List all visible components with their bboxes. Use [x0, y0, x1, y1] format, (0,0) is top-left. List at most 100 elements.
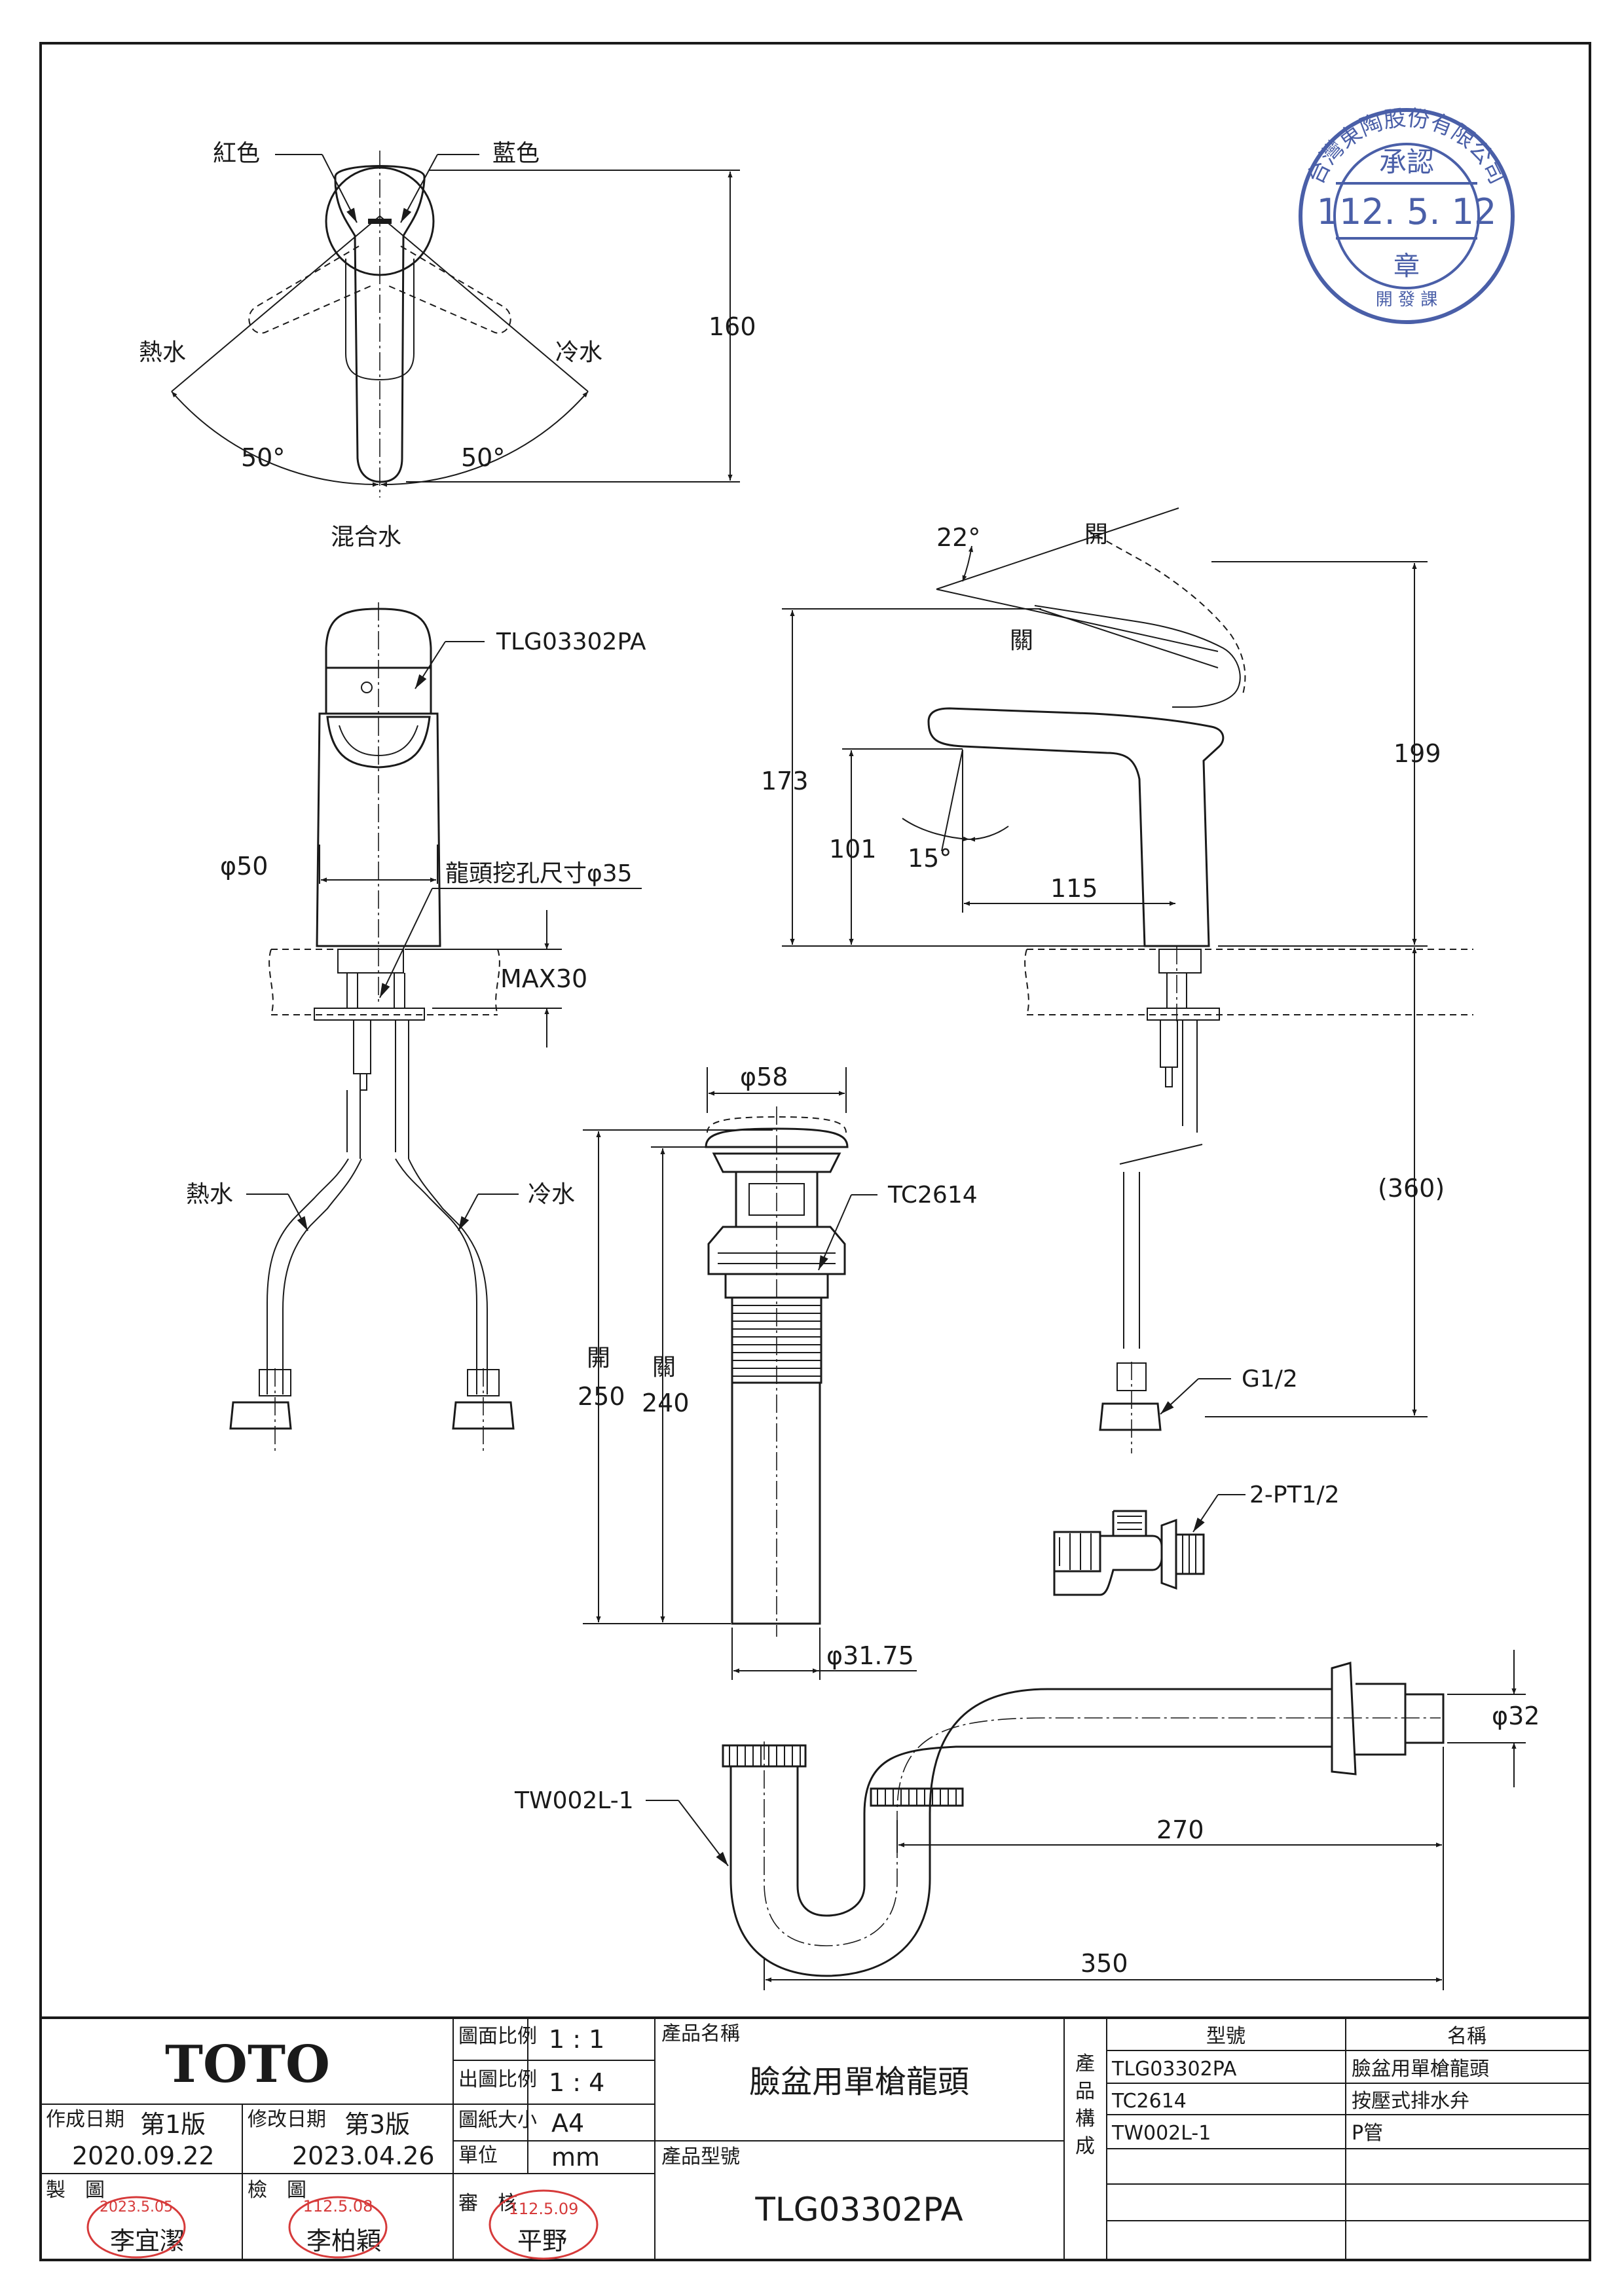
front-view-hot-hose	[267, 1158, 362, 1394]
label-mixed: 混合水	[331, 524, 401, 551]
approval-stamp: 台灣東陶股份有限公司 承認 112. 5. 12 章 開 發 課	[1299, 105, 1515, 324]
approver-stamp: 112.5.09	[489, 2189, 599, 2260]
checker-name: 李柏穎	[306, 2227, 381, 2255]
drawing-scale: 1 : 1	[549, 2025, 604, 2054]
output-scale: 1 : 4	[549, 2068, 604, 2097]
angle-left: 50°	[241, 443, 285, 472]
unit-label: 單位	[458, 2144, 498, 2167]
thread-pt12: 2-PT1/2	[1249, 1482, 1340, 1508]
modified-date: 2023.04.26	[292, 2141, 435, 2170]
dim-101: 101	[829, 835, 877, 864]
front-view-deck	[268, 949, 500, 1015]
component-model-1: TLG03302PA	[1111, 2058, 1237, 2081]
top-view-lever-hot	[248, 246, 373, 334]
top-view-lever-slot	[345, 259, 415, 381]
front-view-washer	[314, 1008, 425, 1021]
trap-centerline	[764, 1717, 1441, 1946]
drawing-scale-label: 圖面比例	[458, 2025, 537, 2048]
dim-240: 240	[642, 1389, 690, 1417]
angle-22: 22°	[936, 523, 980, 552]
trap-model-callout: TW002L-1	[514, 1787, 634, 1814]
side-view-lever-open	[1086, 530, 1246, 695]
side-view-deck	[1024, 949, 1473, 1015]
approver-stamp-date: 112.5.09	[509, 2200, 579, 2218]
top-view-hot-arc	[171, 391, 379, 487]
dim-360: (360)	[1378, 1174, 1445, 1203]
label-hot-front: 熱水	[186, 1181, 233, 1208]
dim-199: 199	[1393, 739, 1441, 768]
drain-cap-open	[707, 1116, 847, 1133]
trap-flange	[1331, 1662, 1357, 1776]
label-hot-top: 熱水	[139, 339, 186, 366]
side-view-studs	[1166, 973, 1187, 1008]
side-view-lever-axis	[936, 589, 1219, 652]
drawing-border	[39, 42, 1591, 2261]
trap-outlet	[1405, 1693, 1445, 1744]
front-model-callout: TLG03302PA	[496, 629, 646, 655]
product-model: TLG03302PA	[754, 2191, 963, 2229]
top-view-lever-cold	[387, 246, 511, 334]
drain-leader	[818, 1194, 852, 1271]
top-view-red-leader	[322, 154, 358, 223]
output-scale-label: 出圖比例	[458, 2068, 537, 2091]
checker-stamp: 112.5.08	[288, 2196, 388, 2259]
trap-view: φ32 270 350 TW002L-1	[514, 1650, 1540, 1990]
stamp-date: 112. 5. 12	[1317, 191, 1497, 232]
trap-leader	[678, 1800, 729, 1867]
component-name-1: 臉盆用單槍龍頭	[1352, 2058, 1489, 2081]
modified-version: 第3版	[344, 2110, 410, 2139]
label-open-side: 開	[1084, 521, 1108, 548]
front-view-body	[316, 712, 441, 947]
side-view-nut	[1099, 1402, 1162, 1431]
checker-label: 檢 圖	[248, 2179, 306, 2202]
side-view-angle-arc-15b	[969, 826, 1009, 842]
front-view-screw	[361, 682, 373, 693]
approver-name: 平野	[517, 2227, 567, 2255]
label-red: 紅色	[213, 140, 260, 167]
front-view-hole-leader	[379, 888, 433, 998]
side-view-hose-lower	[1123, 1172, 1140, 1349]
stamp-seal: 章	[1393, 251, 1420, 282]
side-view-g12-leader	[1160, 1378, 1199, 1415]
product-model-label: 產品型號	[661, 2145, 740, 2168]
front-view-hose-tops	[346, 1020, 409, 1159]
side-view-lever-closed	[1034, 605, 1241, 708]
angle-valve-leader	[1192, 1494, 1219, 1533]
front-view: TLG03302PA φ50 龍頭挖孔尺寸φ35 MAX30 熱水 冷水	[186, 602, 646, 1453]
front-view-model-leader	[415, 641, 446, 689]
trap-outer-curve	[729, 1688, 1332, 1977]
dim-phi32: φ32	[1492, 1702, 1540, 1730]
front-view-hot-leader	[287, 1194, 308, 1231]
front-view-valve-core	[353, 1020, 371, 1091]
checker-stamp-date: 112.5.08	[303, 2197, 373, 2215]
front-view-cold-leader	[458, 1194, 479, 1231]
trap-inner-curve	[796, 1745, 1332, 1917]
col-name: 名稱	[1447, 2025, 1486, 2048]
dim-350: 350	[1080, 1949, 1128, 1978]
dim-phi58: φ58	[740, 1063, 788, 1091]
product-name: 臉盆用單槍龍頭	[749, 2064, 969, 2100]
front-view-hot-nut	[229, 1401, 292, 1430]
dim-173: 173	[761, 767, 809, 795]
top-view-blue-leader	[400, 154, 438, 223]
paper-size-label: 圖紙大小	[458, 2109, 537, 2132]
side-view-valve-core	[1160, 1020, 1178, 1087]
drain-nut	[707, 1226, 846, 1275]
side-view-hose-top	[1182, 1020, 1198, 1133]
thread-g12: G1/2	[1242, 1366, 1298, 1393]
component-name-2: 按壓式排水弁	[1352, 2090, 1469, 2113]
top-view-cold-arc	[380, 391, 589, 487]
dim-phi3175: φ31.75	[826, 1641, 914, 1670]
side-view-angle-arc-22	[962, 545, 974, 582]
dim-top-160: 160	[709, 312, 756, 341]
top-view: 紅色 藍色 熱水 冷水 50° 50° 混合水 160	[139, 140, 756, 551]
modified-label: 修改日期	[248, 2108, 326, 2131]
side-view-break-line	[1119, 1144, 1203, 1165]
trap-slip-knurl	[877, 1789, 957, 1806]
dim-115: 115	[1050, 874, 1098, 903]
stamp-title: 承認	[1379, 146, 1434, 178]
created-version: 第1版	[140, 2110, 206, 2139]
drafter-stamp-date: 2023.5.05	[100, 2199, 173, 2215]
side-view-angle-arc-15a	[902, 818, 970, 841]
front-view-shank	[337, 949, 404, 974]
